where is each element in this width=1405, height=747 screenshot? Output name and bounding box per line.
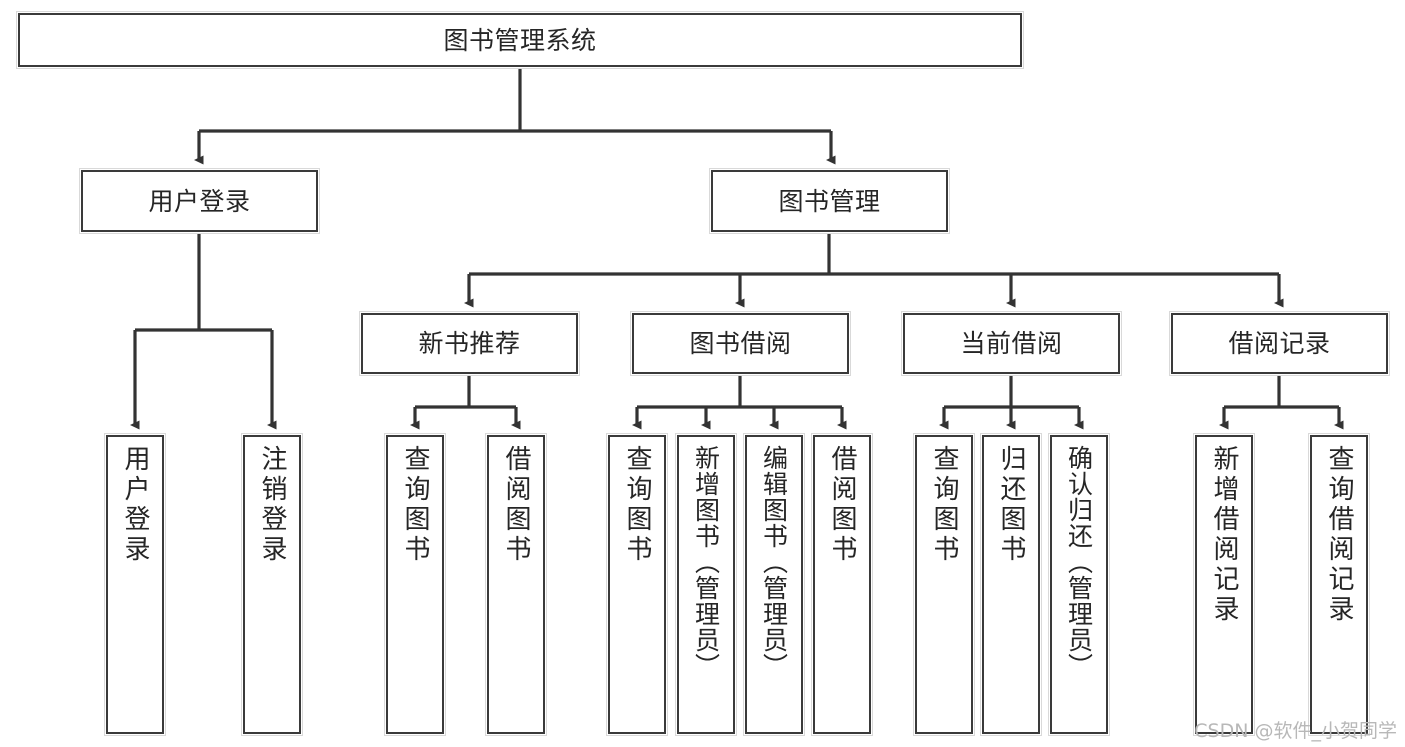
node-root[interactable]: 图书管理系统 — [18, 13, 1022, 67]
node-leaf-query-book-rec-label: 查询图书 — [400, 445, 431, 565]
node-user-login[interactable]: 用户登录 — [81, 170, 318, 232]
node-leaf-query-book-cur[interactable]: 查询图书 — [915, 435, 973, 734]
node-book-manage[interactable]: 图书管理 — [711, 170, 948, 232]
node-leaf-return-book-label: 归还图书 — [996, 445, 1027, 565]
node-leaf-borrow-book-rec[interactable]: 借阅图书 — [487, 435, 545, 734]
watermark-credit: CSDN @软件_小贺同学 — [1194, 720, 1397, 742]
node-leaf-query-book-cur-label: 查询图书 — [929, 445, 960, 565]
node-leaf-borrow-book-label: 借阅图书 — [827, 445, 858, 565]
node-leaf-borrow-book-rec-label: 借阅图书 — [501, 445, 532, 565]
node-leaf-query-record-label: 查询借阅记录 — [1324, 445, 1355, 625]
node-leaf-add-record[interactable]: 新增借阅记录 — [1195, 435, 1253, 734]
node-leaf-add-record-label: 新增借阅记录 — [1209, 445, 1240, 625]
node-new-book-rec-label: 新书推荐 — [418, 329, 521, 358]
node-leaf-query-book[interactable]: 查询图书 — [608, 435, 666, 734]
node-leaf-user-login-label: 用户登录 — [120, 445, 151, 565]
node-leaf-edit-book-label: 编辑图书（管理员） — [759, 445, 789, 679]
node-leaf-borrow-book[interactable]: 借阅图书 — [813, 435, 871, 734]
node-current-borrow-label: 当前借阅 — [960, 329, 1063, 358]
node-leaf-add-book[interactable]: 新增图书（管理员） — [677, 435, 735, 734]
node-book-manage-label: 图书管理 — [778, 186, 881, 216]
node-leaf-user-login[interactable]: 用户登录 — [106, 435, 164, 734]
node-leaf-add-book-label: 新增图书（管理员） — [691, 445, 721, 679]
node-leaf-logout-label: 注销登录 — [257, 445, 288, 565]
node-leaf-query-book-rec[interactable]: 查询图书 — [386, 435, 444, 734]
node-root-label: 图书管理系统 — [443, 25, 597, 55]
node-book-borrow-label: 图书借阅 — [689, 329, 792, 358]
node-user-login-label: 用户登录 — [148, 186, 251, 216]
node-leaf-edit-book[interactable]: 编辑图书（管理员） — [745, 435, 803, 734]
node-leaf-confirm-return[interactable]: 确认归还（管理员） — [1050, 435, 1108, 734]
node-leaf-confirm-return-label: 确认归还（管理员） — [1064, 445, 1094, 679]
node-leaf-query-record[interactable]: 查询借阅记录 — [1310, 435, 1368, 734]
node-current-borrow[interactable]: 当前借阅 — [903, 313, 1120, 374]
node-borrow-record[interactable]: 借阅记录 — [1171, 313, 1388, 374]
node-leaf-query-book-label: 查询图书 — [622, 445, 653, 565]
node-leaf-logout[interactable]: 注销登录 — [243, 435, 301, 734]
node-borrow-record-label: 借阅记录 — [1228, 329, 1331, 358]
node-book-borrow[interactable]: 图书借阅 — [632, 313, 849, 374]
node-leaf-return-book[interactable]: 归还图书 — [982, 435, 1040, 734]
node-new-book-rec[interactable]: 新书推荐 — [361, 313, 578, 374]
